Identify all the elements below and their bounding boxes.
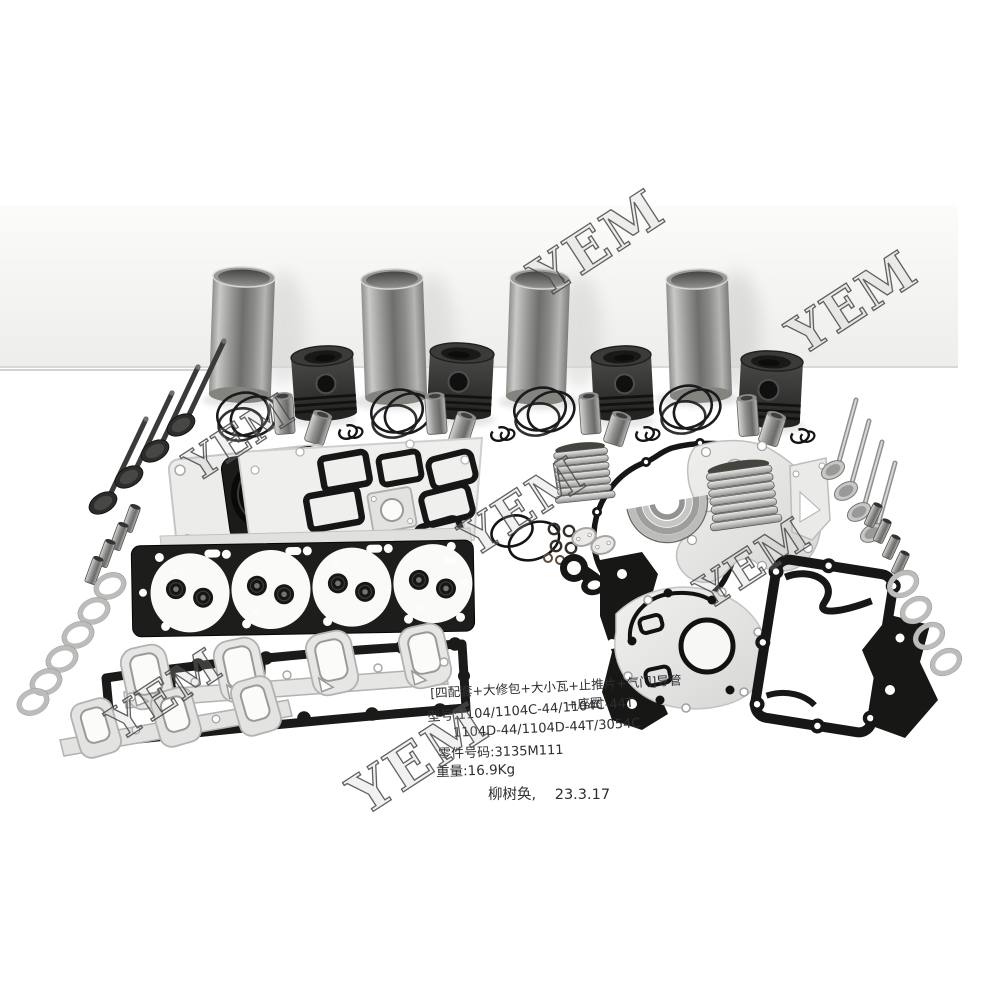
- intake-manifold-gasket: [59, 675, 293, 759]
- thermostat-gasket: [560, 554, 607, 596]
- snap-rings: [338, 424, 816, 444]
- right-valve-guides: [864, 502, 910, 576]
- rod-bearing-stack-2: [706, 459, 783, 532]
- left-valve-guides: [84, 503, 141, 585]
- exhaust-manifold-gasket: [119, 622, 453, 711]
- annotation-signature-line: 柳树奂, 23.3.17: [488, 783, 610, 804]
- piston-ring-set-4: [659, 384, 722, 435]
- thrust-washers: [626, 494, 709, 544]
- right-valve-set: [820, 397, 898, 543]
- front-plate-assembly: [600, 552, 768, 730]
- piston-pins: [272, 392, 787, 447]
- piston-1: [290, 345, 357, 422]
- cylinder-liner-1: [208, 266, 276, 403]
- cylinder-liner-4: [665, 268, 733, 403]
- left-valve-set: [88, 338, 227, 515]
- piston-ring-set-3: [513, 386, 576, 437]
- rod-bearing-stack-1: [553, 442, 616, 504]
- cylinder-liner-3: [505, 268, 571, 405]
- cylinder-head-gasket: [130, 539, 476, 638]
- date: 23.3.17: [554, 787, 611, 803]
- o-rings-and-washers: [490, 514, 616, 596]
- piston-ring-set-1: [216, 391, 279, 442]
- cylinder-liner-2: [360, 268, 428, 405]
- signature: 柳树奂,: [488, 787, 537, 803]
- left-valve-seat-rings: [16, 572, 127, 716]
- valve-grommets: [165, 569, 456, 608]
- right-valve-seat-rings: [886, 569, 963, 677]
